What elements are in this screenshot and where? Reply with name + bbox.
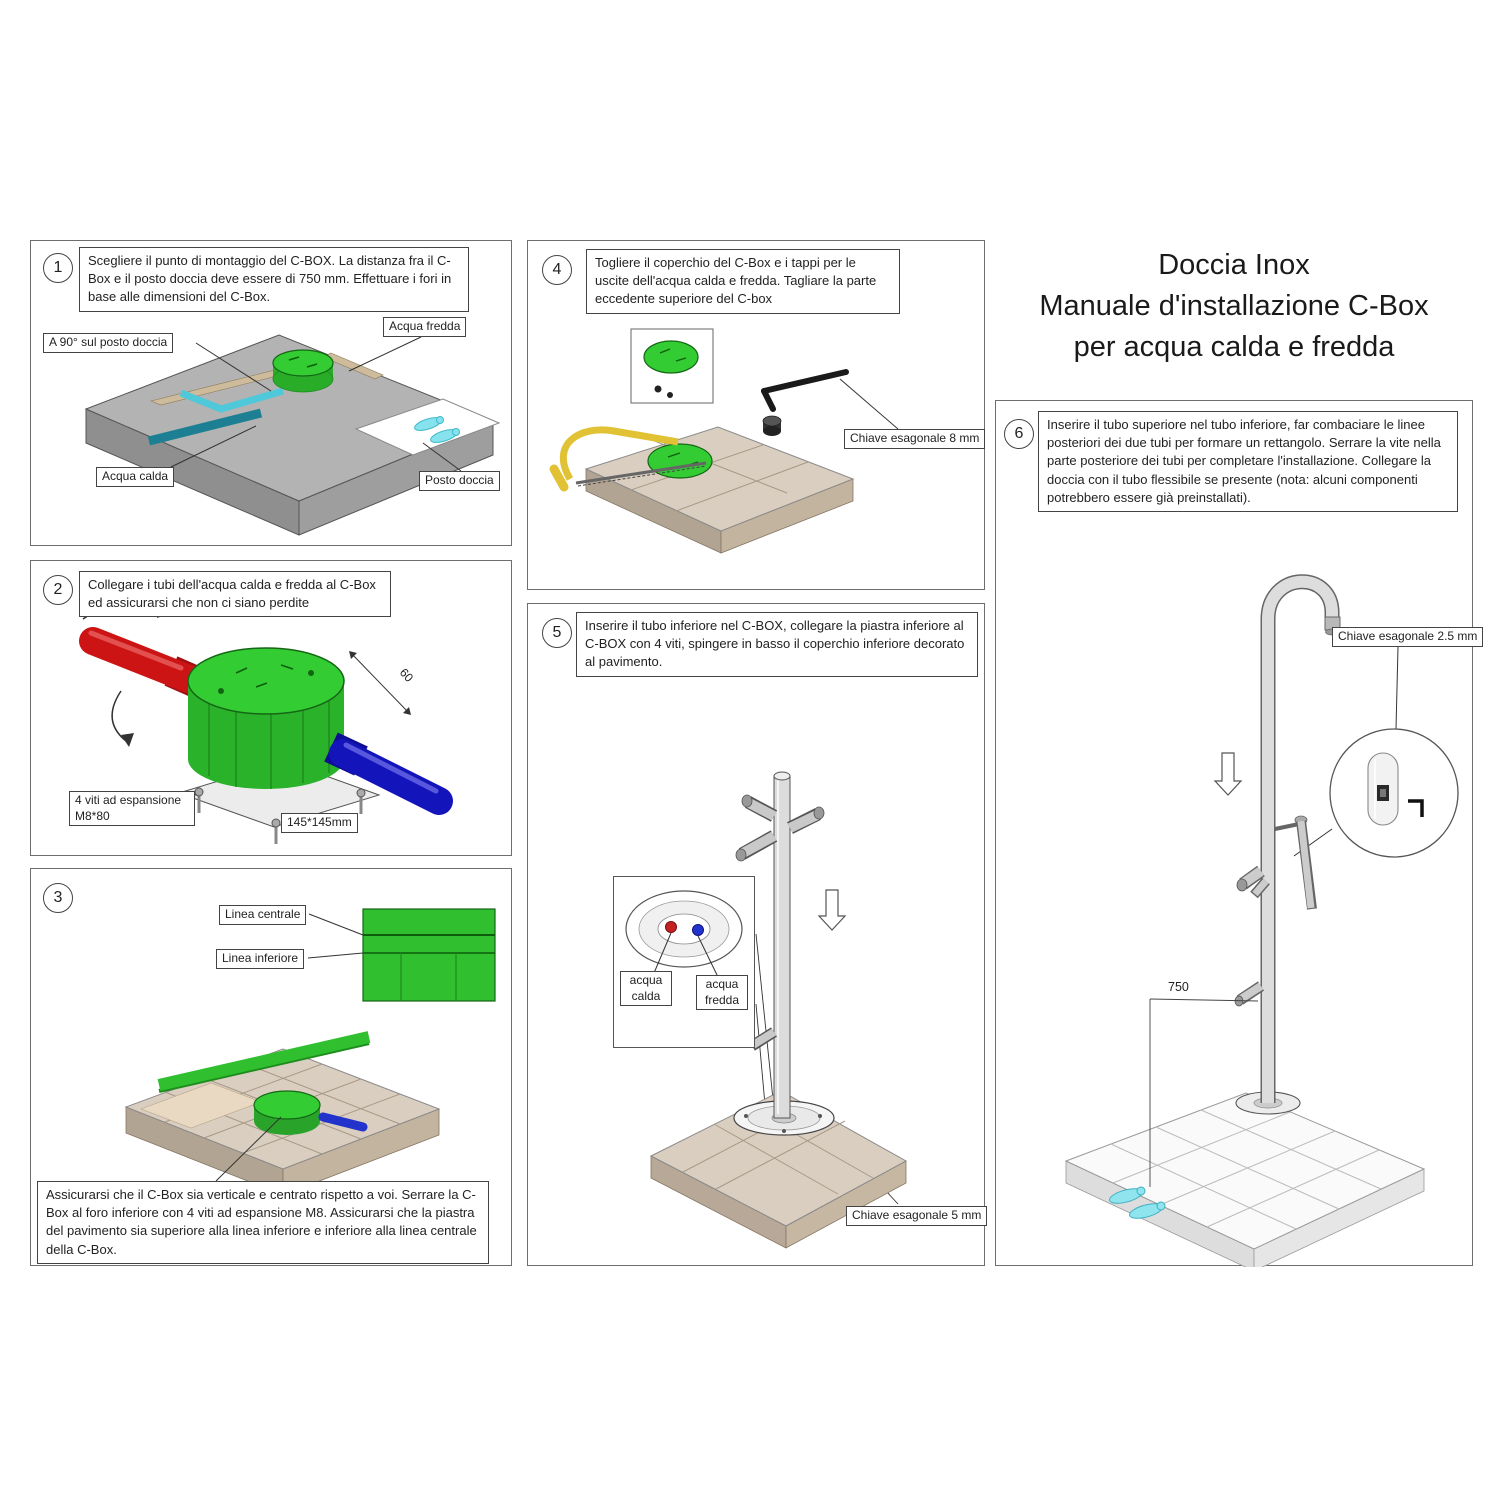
step-3-number: 3 [43, 883, 73, 913]
step-2-number: 2 [43, 575, 73, 605]
pipe-cap [762, 415, 782, 436]
step-6-illustration: 750 [1064, 574, 1459, 1267]
dim-60-text: 60 [397, 665, 417, 685]
panel-step-3: 3 [30, 868, 512, 1266]
label-4-viti: 4 viti ad espansione M8*80 [69, 791, 195, 827]
title-line-2: Manuale d'installazione C-Box [1039, 290, 1429, 322]
leader-lines [170, 336, 462, 472]
tile-slab [584, 426, 855, 554]
hot-port [665, 921, 677, 933]
dimension-750: 750 [1149, 980, 1259, 1187]
connection-inset: acqua calda acqua fredda [613, 876, 755, 1048]
label-chiave-5mm: Chiave esagonale 5 mm [846, 1206, 988, 1226]
tube-fittings [735, 794, 825, 1051]
c-box-front-view [362, 908, 496, 1002]
down-arrow [817, 889, 847, 931]
label-posto-doccia: Posto doccia [419, 471, 500, 491]
step-6-number: 6 [1004, 419, 1034, 449]
concrete-slab [84, 334, 495, 536]
label-linea-centrale: Linea centrale [219, 905, 307, 925]
cover-inset [630, 328, 714, 404]
label-chiave-2-5mm: Chiave esagonale 2.5 mm [1332, 627, 1484, 647]
panel-step-2: 2 Collegare i tubi dell'acqua calda e fr… [30, 560, 512, 856]
c-box-body [187, 647, 345, 789]
step-4-number: 4 [542, 255, 572, 285]
dimension-60: 60 [349, 651, 416, 715]
allen-key [761, 369, 849, 412]
plug-dot [667, 392, 673, 398]
label-linea-inferiore: Linea inferiore [216, 949, 305, 969]
label-acqua-calda-port: acqua calda [620, 971, 672, 1007]
screw-detail-circle [1329, 728, 1459, 858]
panel-step-5: 5 Inserire il tubo inferiore nel C-BOX, … [527, 603, 988, 1266]
label-acqua-calda: Acqua calda [96, 467, 175, 487]
plug-dot [654, 385, 662, 393]
level-beam [157, 1031, 371, 1093]
title-line-3: per acqua calda e fredda [1073, 331, 1395, 363]
step-5-instruction: Inserire il tubo inferiore nel C-BOX, co… [576, 612, 978, 677]
cold-water-pipe [324, 732, 453, 815]
panel-step-6: 6 Inserire il tubo superiore nel tubo in… [995, 400, 1484, 1267]
hacksaw [549, 426, 707, 492]
label-acqua-fredda: Acqua fredda [383, 317, 467, 337]
water-pipes [147, 387, 284, 446]
step-1-instruction: Scegliere il punto di montaggio del C-BO… [79, 247, 469, 312]
valve-and-hand-shower [1234, 815, 1317, 1007]
footprints [1109, 1186, 1166, 1219]
label-acqua-fredda-port: acqua fredda [696, 975, 748, 1011]
step-3-instruction: Assicurarsi che il C-Box sia verticale e… [37, 1181, 489, 1264]
connection-plate-detail [625, 890, 743, 978]
step-4-illustration [549, 328, 899, 554]
cold-port [692, 924, 704, 936]
dim-750-text: 750 [1168, 980, 1189, 994]
title-line-1: Doccia Inox [1158, 249, 1310, 281]
step-5-illustration [649, 771, 908, 1249]
step-6-instruction: Inserire il tubo superiore nel tubo infe… [1038, 411, 1458, 512]
step-1-illustration [84, 334, 501, 536]
allen-key-small [1408, 799, 1424, 817]
label-chiave-8mm: Chiave esagonale 8 mm [844, 429, 986, 449]
hot-water-pipe [79, 627, 210, 700]
step-2-illustration: 60 [79, 601, 453, 844]
step-4-instruction: Togliere il coperchio del C-Box e i tapp… [586, 249, 900, 314]
tile-floor [1064, 1092, 1426, 1267]
c-box-cover [643, 340, 699, 374]
step-2-instruction: Collegare i tubi dell'acqua calda e fred… [79, 571, 391, 618]
c-box [272, 349, 334, 393]
tile-grid [1110, 1109, 1382, 1230]
leader-lines [215, 913, 364, 1182]
cold-pipe-stub [318, 1112, 368, 1132]
step-1-number: 1 [43, 253, 73, 283]
step-5-number: 5 [542, 618, 572, 648]
c-box [253, 1090, 321, 1135]
step-3-illustration [124, 908, 496, 1196]
panel-step-1: 1 Scegliere il punto di montaggio del C-… [30, 240, 512, 546]
wand-holder [1274, 822, 1300, 831]
leader-line [839, 378, 899, 430]
cover-marks [235, 664, 294, 688]
shower-place [354, 398, 501, 456]
down-arrow [1213, 752, 1243, 796]
panel-step-4: 4 Togliere il coperchio del C-Box e i ta… [527, 240, 986, 590]
manual-title: Doccia Inox Manuale d'installazione C-Bo… [995, 245, 1473, 368]
label-145x145: 145*145mm [281, 813, 358, 833]
footprints [414, 416, 460, 443]
lower-tube [773, 771, 791, 1119]
label-a90-posto-doccia: A 90° sul posto doccia [43, 333, 174, 353]
c-box-top-cut [647, 443, 713, 479]
